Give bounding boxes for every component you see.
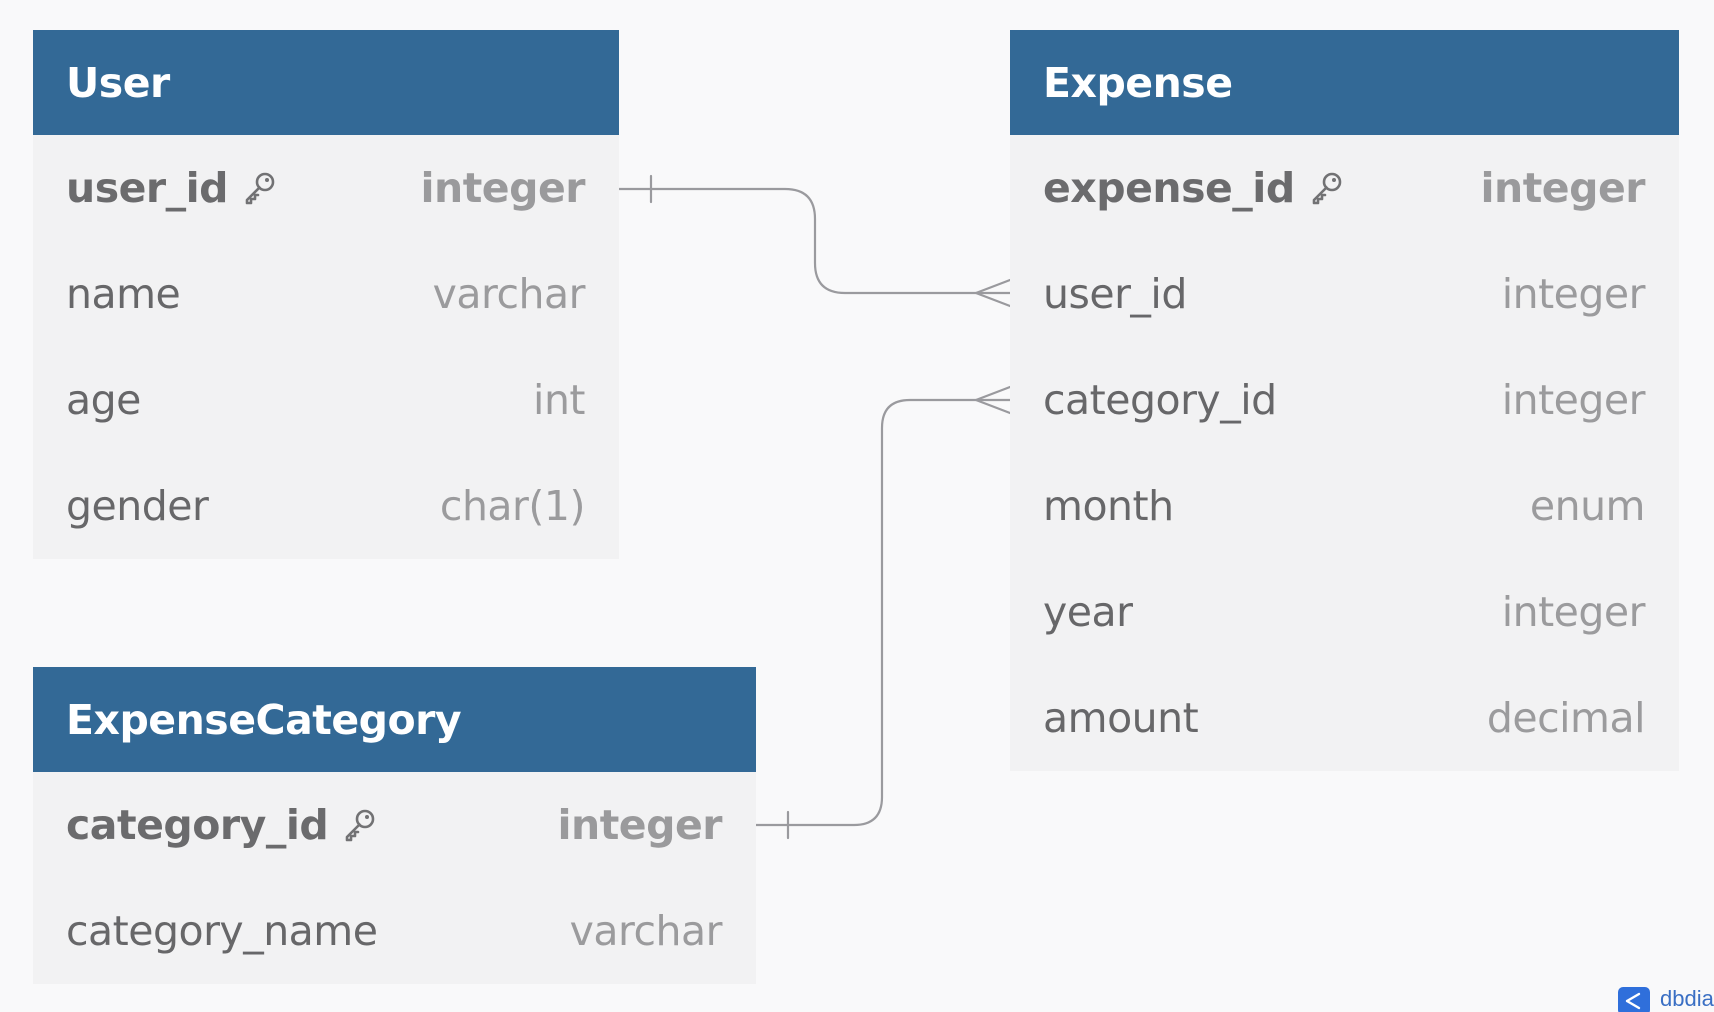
column-name: age (66, 376, 141, 424)
column-type: integer (420, 164, 585, 212)
column-row-name[interactable]: name varchar (33, 241, 619, 347)
column-name: month (1043, 482, 1174, 530)
column-row-category-id[interactable]: category_id integer (1010, 347, 1679, 453)
column-name: gender (66, 482, 209, 530)
table-expense[interactable]: Expense expense_id integer user_id integ… (1010, 30, 1679, 771)
column-name: category_name (66, 907, 378, 955)
column-type: decimal (1486, 694, 1646, 742)
brand-label: dbdiagram.io (1660, 986, 1714, 1011)
key-icon (342, 807, 378, 843)
table-title: User (66, 58, 170, 107)
column-row-month[interactable]: month enum (1010, 453, 1679, 559)
key-icon (242, 170, 278, 206)
column-type: varchar (432, 270, 586, 318)
table-title: ExpenseCategory (66, 695, 462, 744)
column-name: expense_id (1043, 164, 1295, 212)
table-expense-category[interactable]: ExpenseCategory category_id integer cate… (33, 667, 756, 984)
dbdiagram-logo-icon (1618, 987, 1650, 1012)
column-row-gender[interactable]: gender char(1) (33, 453, 619, 559)
column-name: category_id (66, 801, 329, 849)
column-row-category-id[interactable]: category_id integer (33, 772, 756, 878)
table-user[interactable]: User user_id integer name varchar age in… (33, 30, 619, 559)
column-type: int (533, 376, 585, 424)
key-icon (1309, 170, 1345, 206)
column-row-category-name[interactable]: category_name varchar (33, 878, 756, 984)
relation-user-expense[interactable] (617, 174, 1012, 308)
many-cardinality-marker (974, 278, 1012, 308)
column-name: name (66, 270, 181, 318)
table-header-user[interactable]: User (33, 30, 619, 135)
relation-path-user-expense[interactable] (617, 187, 1012, 295)
column-type: varchar (569, 907, 723, 955)
column-name: user_id (66, 164, 229, 212)
column-type: integer (1480, 164, 1645, 212)
column-name: year (1043, 588, 1133, 636)
column-type: integer (557, 801, 722, 849)
column-name: category_id (1043, 376, 1277, 424)
table-header-expense-category[interactable]: ExpenseCategory (33, 667, 756, 772)
table-header-expense[interactable]: Expense (1010, 30, 1679, 135)
column-type: integer (1501, 376, 1646, 424)
column-row-expense-id[interactable]: expense_id integer (1010, 135, 1679, 241)
column-row-age[interactable]: age int (33, 347, 619, 453)
column-row-user-id[interactable]: user_id integer (33, 135, 619, 241)
brand-badge[interactable]: dbdiagram.io (1618, 986, 1714, 1012)
column-type: char(1) (439, 482, 586, 530)
column-name: user_id (1043, 270, 1187, 318)
column-row-amount[interactable]: amount decimal (1010, 665, 1679, 771)
relation-path-category-expense[interactable] (754, 398, 1012, 827)
column-type: integer (1501, 270, 1646, 318)
column-row-year[interactable]: year integer (1010, 559, 1679, 665)
table-title: Expense (1043, 58, 1233, 107)
column-type: integer (1501, 588, 1646, 636)
many-cardinality-marker (974, 385, 1012, 415)
relation-category-expense[interactable] (754, 385, 1012, 840)
column-row-user-id[interactable]: user_id integer (1010, 241, 1679, 347)
column-type: enum (1529, 482, 1646, 530)
column-name: amount (1043, 694, 1199, 742)
